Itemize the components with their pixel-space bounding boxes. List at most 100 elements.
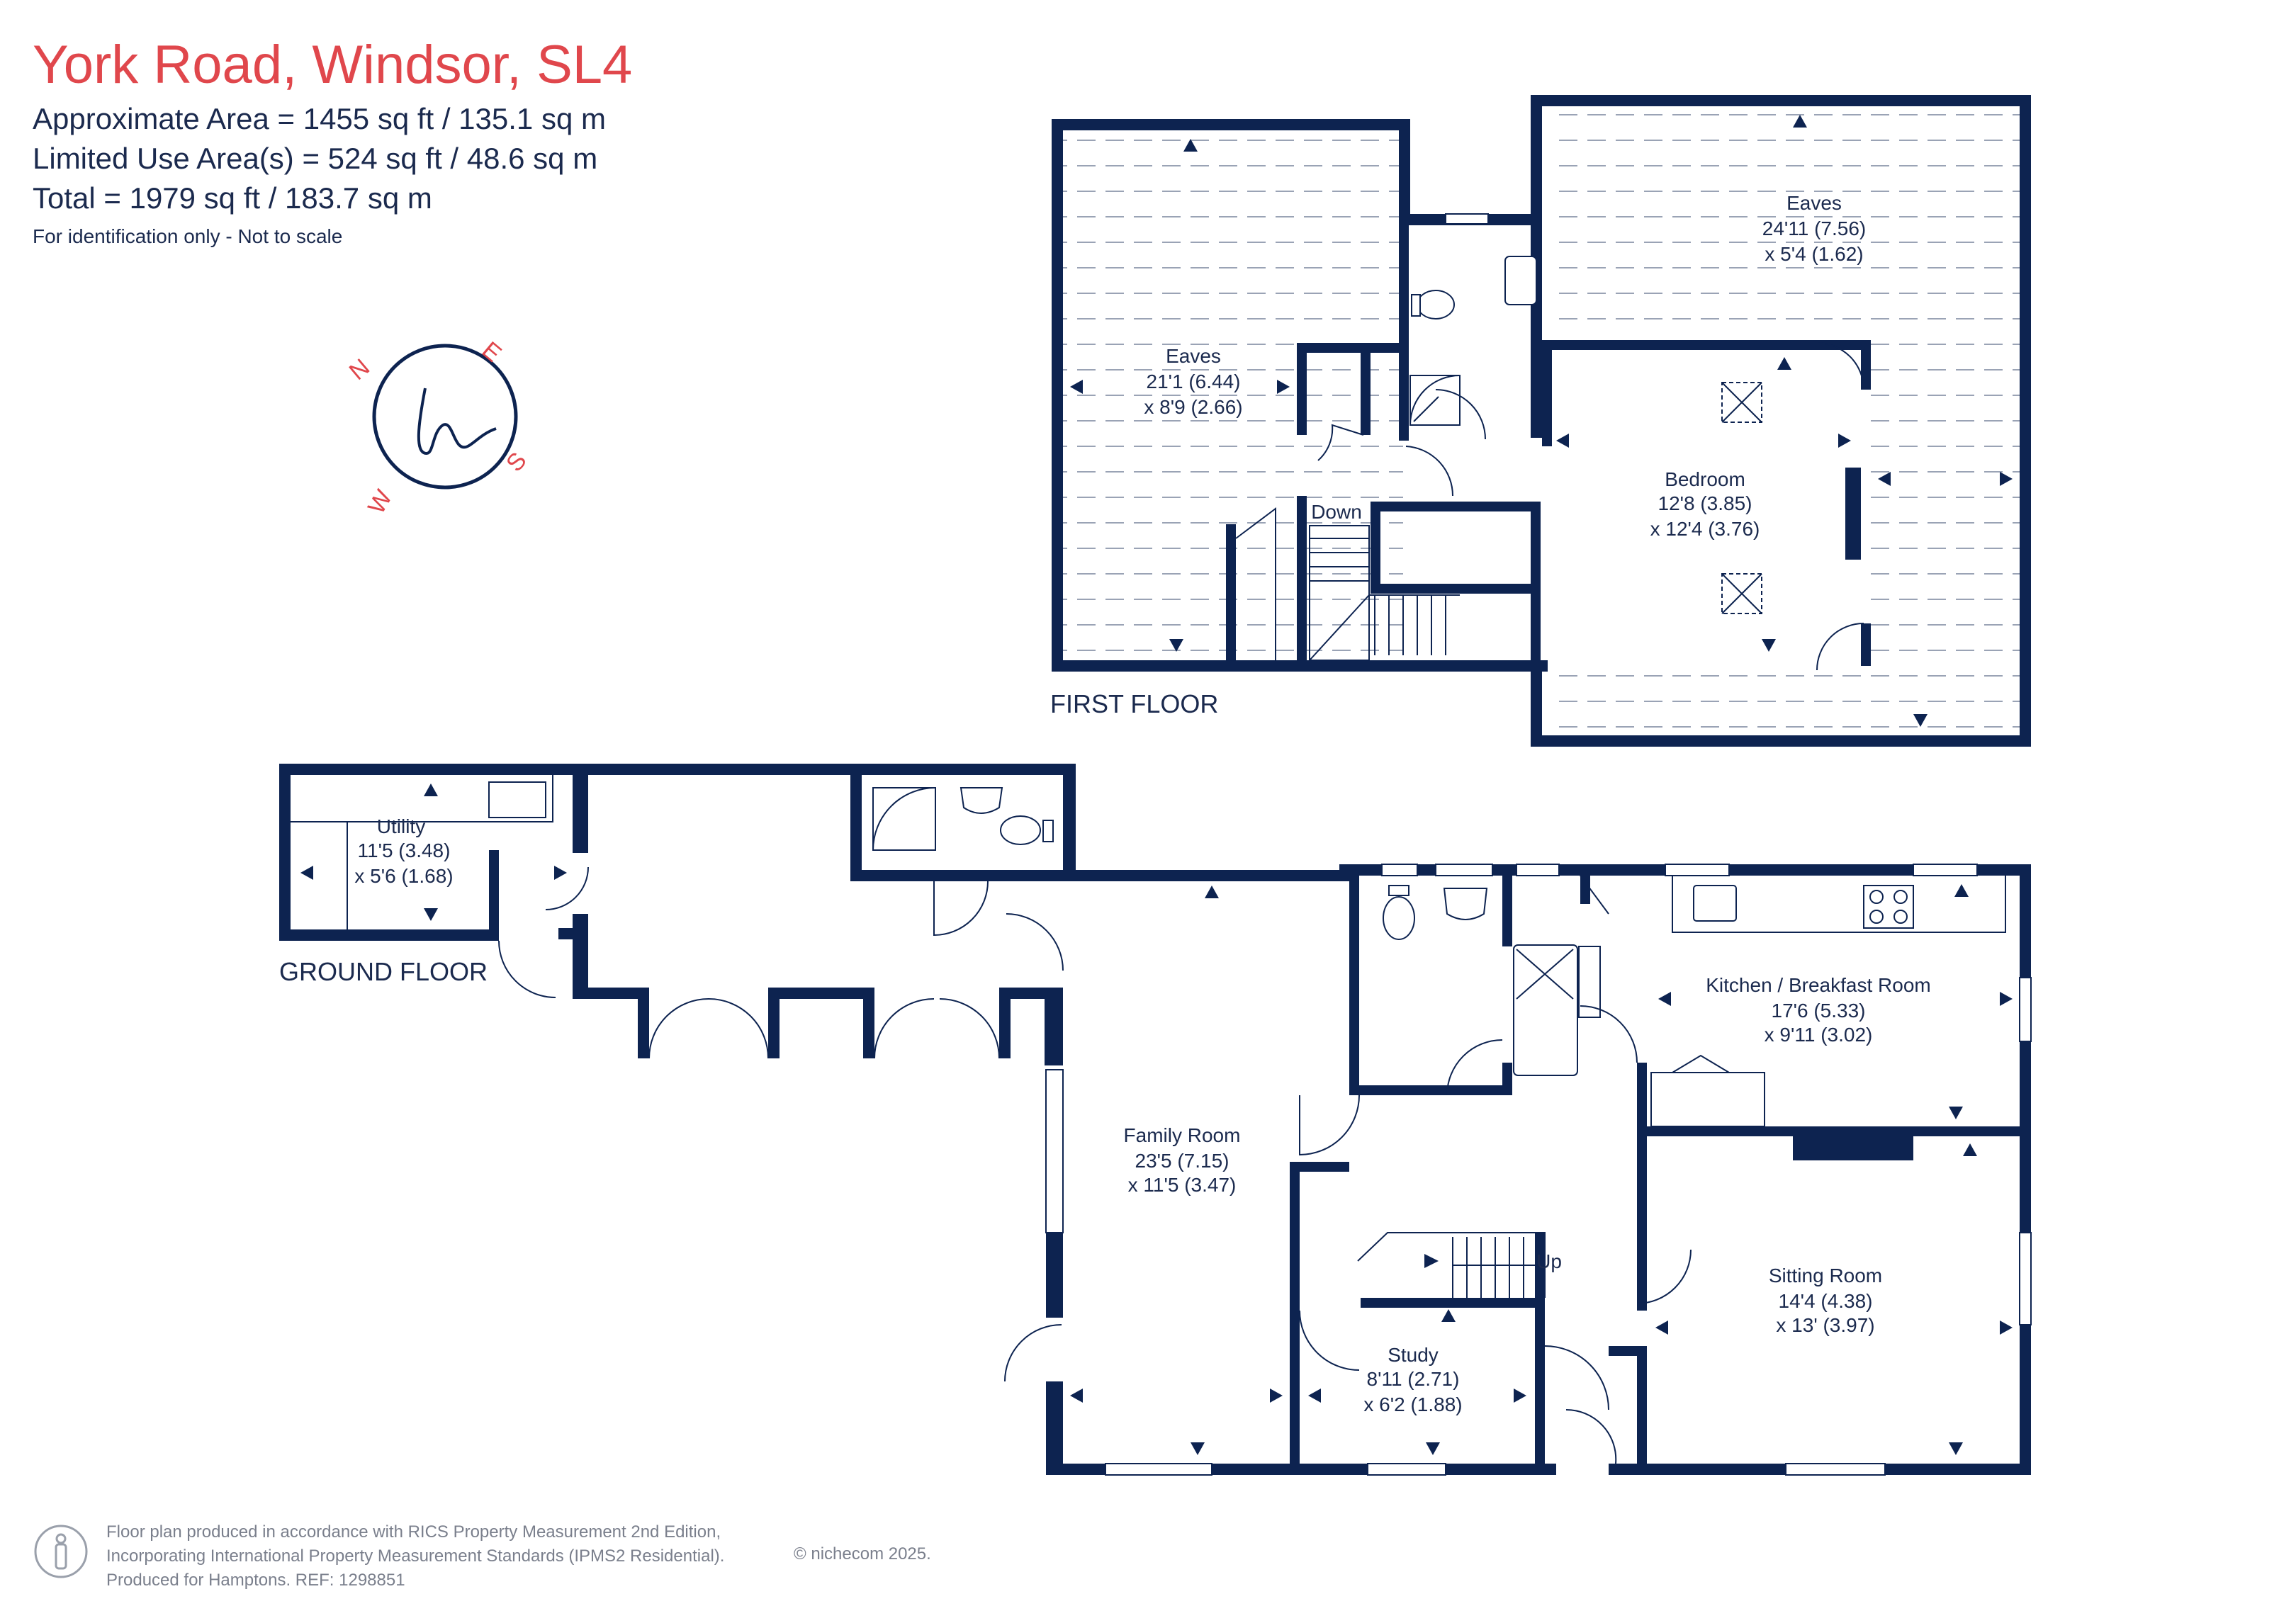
eaves-bottom-hatch bbox=[1552, 666, 2020, 737]
room-dimension: 23'5 (7.15) bbox=[1135, 1150, 1229, 1172]
ground-floor-label: GROUND FLOOR bbox=[279, 957, 488, 986]
chimney-breast bbox=[1793, 1136, 1913, 1160]
wall bbox=[768, 988, 874, 999]
footer-line: Incorporating International Property Mea… bbox=[106, 1546, 725, 1566]
wall bbox=[573, 914, 588, 999]
page-title: York Road, Windsor, SL4 bbox=[33, 35, 633, 95]
wall bbox=[1609, 1346, 1647, 1356]
hob-icon bbox=[1863, 885, 1914, 929]
wall bbox=[1052, 119, 1410, 130]
wall bbox=[1531, 95, 2031, 106]
first-floor-label: FIRST FLOOR bbox=[1050, 689, 1218, 718]
room-dimension: 14'4 (4.38) bbox=[1779, 1290, 1873, 1312]
window bbox=[1381, 864, 1418, 876]
eaves-right-hatch bbox=[1552, 106, 2020, 340]
compass-n: N bbox=[344, 354, 375, 385]
room-dimension: 12'8 (3.85) bbox=[1658, 492, 1752, 514]
room-name: Sitting Room bbox=[1769, 1265, 1882, 1286]
wall bbox=[1290, 1162, 1300, 1475]
basin-icon bbox=[1504, 256, 1537, 305]
door-swing bbox=[1816, 623, 1864, 671]
room-name: Utility bbox=[377, 815, 425, 837]
wall bbox=[2020, 95, 2031, 747]
wall bbox=[558, 928, 588, 939]
window bbox=[1045, 1069, 1064, 1233]
wall bbox=[1502, 1063, 1512, 1095]
wall bbox=[1052, 119, 1063, 672]
wall bbox=[489, 850, 499, 941]
first-floor-stairs bbox=[1309, 525, 1460, 661]
wall bbox=[1861, 340, 1871, 390]
window bbox=[1445, 213, 1489, 225]
wall bbox=[1861, 623, 1871, 666]
room-dimension: x 8'9 (2.66) bbox=[1144, 396, 1242, 418]
room-dimension: x 13' (3.97) bbox=[1776, 1314, 1874, 1336]
window bbox=[2019, 1232, 2032, 1325]
room-name: Bedroom bbox=[1665, 468, 1745, 490]
wall bbox=[1045, 988, 1063, 1065]
toilet-cistern-icon bbox=[1388, 885, 1409, 896]
compass-logo-icon: N E S W bbox=[344, 337, 532, 519]
shower-tray-icon bbox=[872, 787, 936, 851]
wall bbox=[1063, 764, 1076, 870]
toilet-icon bbox=[1417, 290, 1455, 319]
wall bbox=[1531, 660, 1542, 747]
window bbox=[1367, 1463, 1446, 1476]
header: York Road, Windsor, SL4 Approximate Area… bbox=[33, 31, 632, 248]
wall bbox=[1290, 1162, 1349, 1172]
door-swing bbox=[1672, 1054, 1730, 1073]
dimension-markers bbox=[300, 784, 2013, 1455]
door-swing bbox=[1405, 446, 1454, 497]
room-dimension: x 5'6 (1.68) bbox=[354, 865, 453, 887]
dimension-markers bbox=[1070, 115, 2013, 727]
toilet-icon bbox=[1383, 896, 1415, 940]
wall bbox=[1349, 876, 1359, 1095]
window bbox=[2019, 977, 2032, 1042]
door-swing bbox=[1317, 424, 1364, 461]
room-dimension: x 12'4 (3.76) bbox=[1650, 518, 1760, 540]
copyright: © nichecom 2025. bbox=[794, 1544, 931, 1563]
bathroom-unit bbox=[1578, 946, 1601, 1018]
toilet-icon bbox=[1000, 815, 1041, 845]
window bbox=[1785, 1463, 1886, 1476]
wall bbox=[2020, 864, 2031, 978]
window bbox=[1913, 864, 1978, 876]
wall bbox=[1580, 876, 1590, 904]
window bbox=[1665, 864, 1730, 876]
wall bbox=[1046, 1381, 1063, 1474]
toilet-cistern-icon bbox=[1042, 820, 1054, 842]
wall bbox=[1297, 343, 1307, 435]
eaves-right-side-hatch bbox=[1871, 340, 2020, 666]
utility-sink-icon bbox=[488, 781, 546, 818]
toilet-cistern-icon bbox=[1411, 294, 1421, 317]
wall bbox=[1637, 1346, 1647, 1474]
wall bbox=[768, 988, 780, 1058]
room-dimension: x 11'5 (3.47) bbox=[1128, 1174, 1237, 1196]
first-floor-plan: Eaves 21'1 (6.44) x 8'9 (2.66) Eaves 24'… bbox=[1050, 95, 2031, 747]
window bbox=[1435, 864, 1493, 876]
room-dimension: x 9'11 (3.02) bbox=[1765, 1024, 1873, 1046]
wall bbox=[1297, 343, 1399, 353]
skylight-icon bbox=[1721, 573, 1762, 614]
door-swing bbox=[1435, 389, 1486, 440]
wall bbox=[863, 988, 874, 1058]
room-dimension: x 6'2 (1.88) bbox=[1363, 1393, 1462, 1415]
wall bbox=[638, 988, 649, 1058]
room-dimension: 24'11 (7.56) bbox=[1762, 217, 1866, 239]
wall bbox=[1542, 340, 1552, 446]
wall bbox=[1637, 1063, 1647, 1311]
ground-floor-stairs bbox=[1357, 1232, 1546, 1298]
wall bbox=[1063, 870, 1349, 881]
room-dimension: 17'6 (5.33) bbox=[1772, 1000, 1866, 1022]
kitchen-unit bbox=[1650, 1072, 1765, 1127]
wall bbox=[1045, 988, 1063, 999]
wall bbox=[1535, 1233, 1545, 1339]
utility-worktop bbox=[291, 775, 553, 822]
room-name: Study bbox=[1388, 1344, 1439, 1366]
room-name: Kitchen / Breakfast Room bbox=[1706, 974, 1930, 996]
door-swings bbox=[498, 866, 1692, 1464]
room-dimension: 11'5 (3.48) bbox=[358, 839, 451, 861]
wall bbox=[1046, 1233, 1063, 1318]
approximate-area: Approximate Area = 1455 sq ft / 135.1 sq… bbox=[33, 102, 606, 135]
compass-e: E bbox=[477, 337, 507, 368]
